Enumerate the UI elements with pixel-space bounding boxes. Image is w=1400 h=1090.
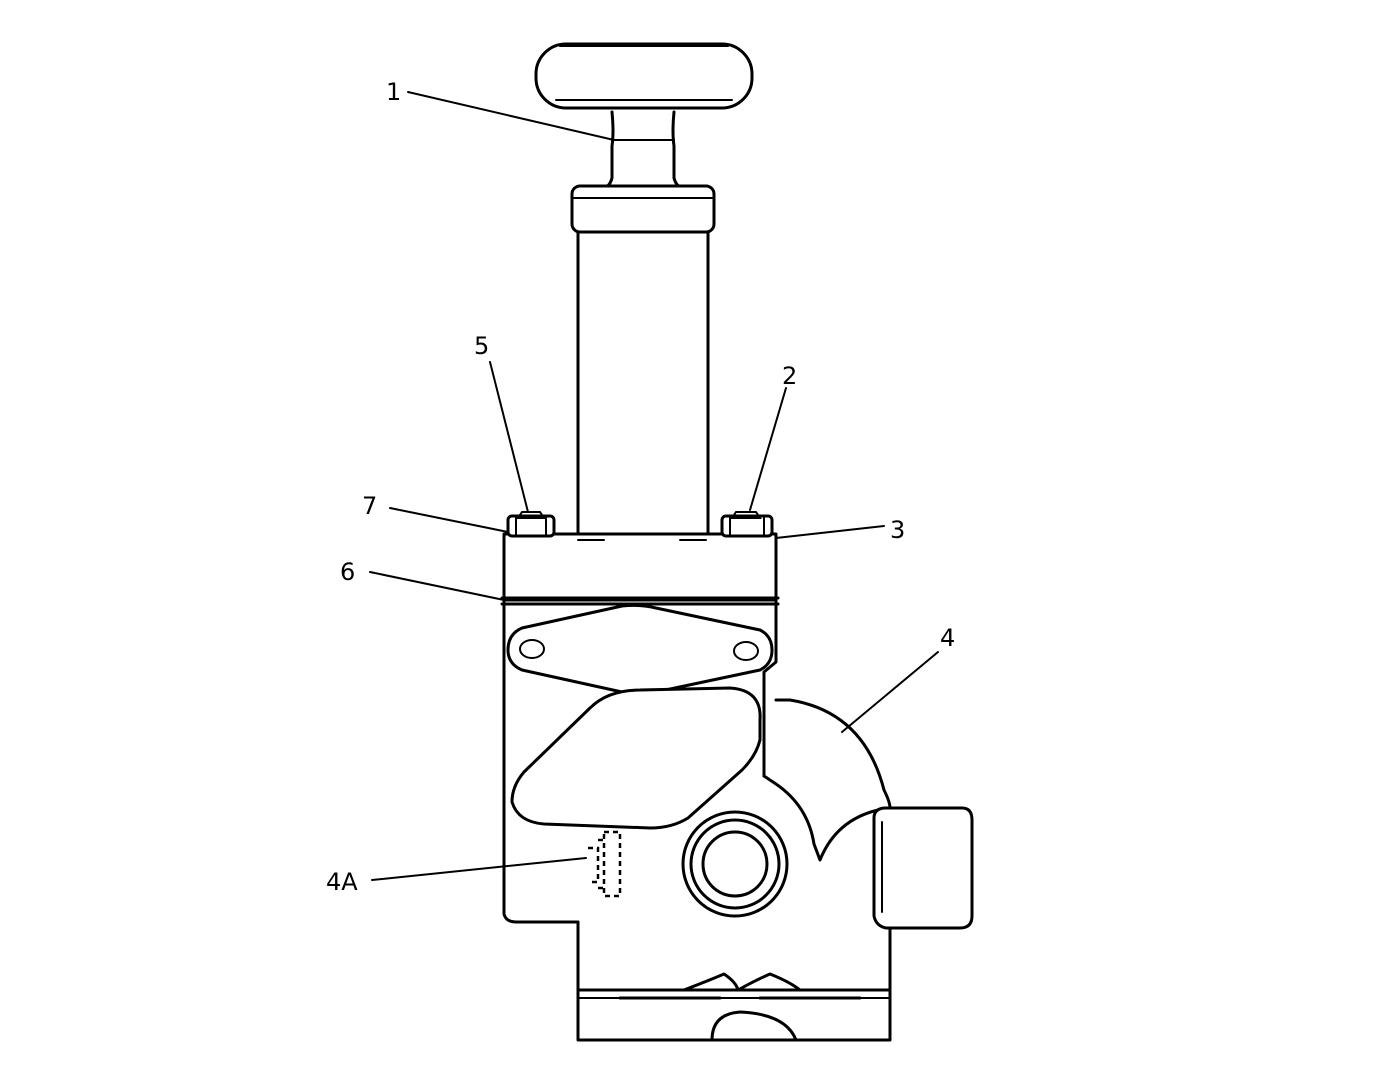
large-port [681,810,789,918]
callout-1: 1 [386,78,401,106]
inlet-fitting [872,806,974,930]
body-recess [510,686,762,830]
callout-2: 2 [782,362,797,390]
callout-7: 7 [362,492,377,520]
mounting-flange [506,603,774,696]
callout-4a: 4A [326,868,358,896]
bolt-left [506,511,556,538]
bolt-right [720,511,774,538]
callout-5: 5 [474,332,489,360]
leader-lines [369,91,939,881]
callout-6: 6 [340,558,355,586]
callout-3: 3 [890,516,905,544]
callout-labels: 1 2 3 4 4A 5 6 7 [326,78,955,896]
outlet-elbow [762,698,892,862]
gasket [500,596,780,606]
pump-cover [502,532,778,602]
priming-handle [534,42,754,190]
pump-cylinder [576,230,710,538]
hidden-plug [588,830,622,898]
callout-4: 4 [940,624,955,652]
handle-collar [570,184,716,234]
